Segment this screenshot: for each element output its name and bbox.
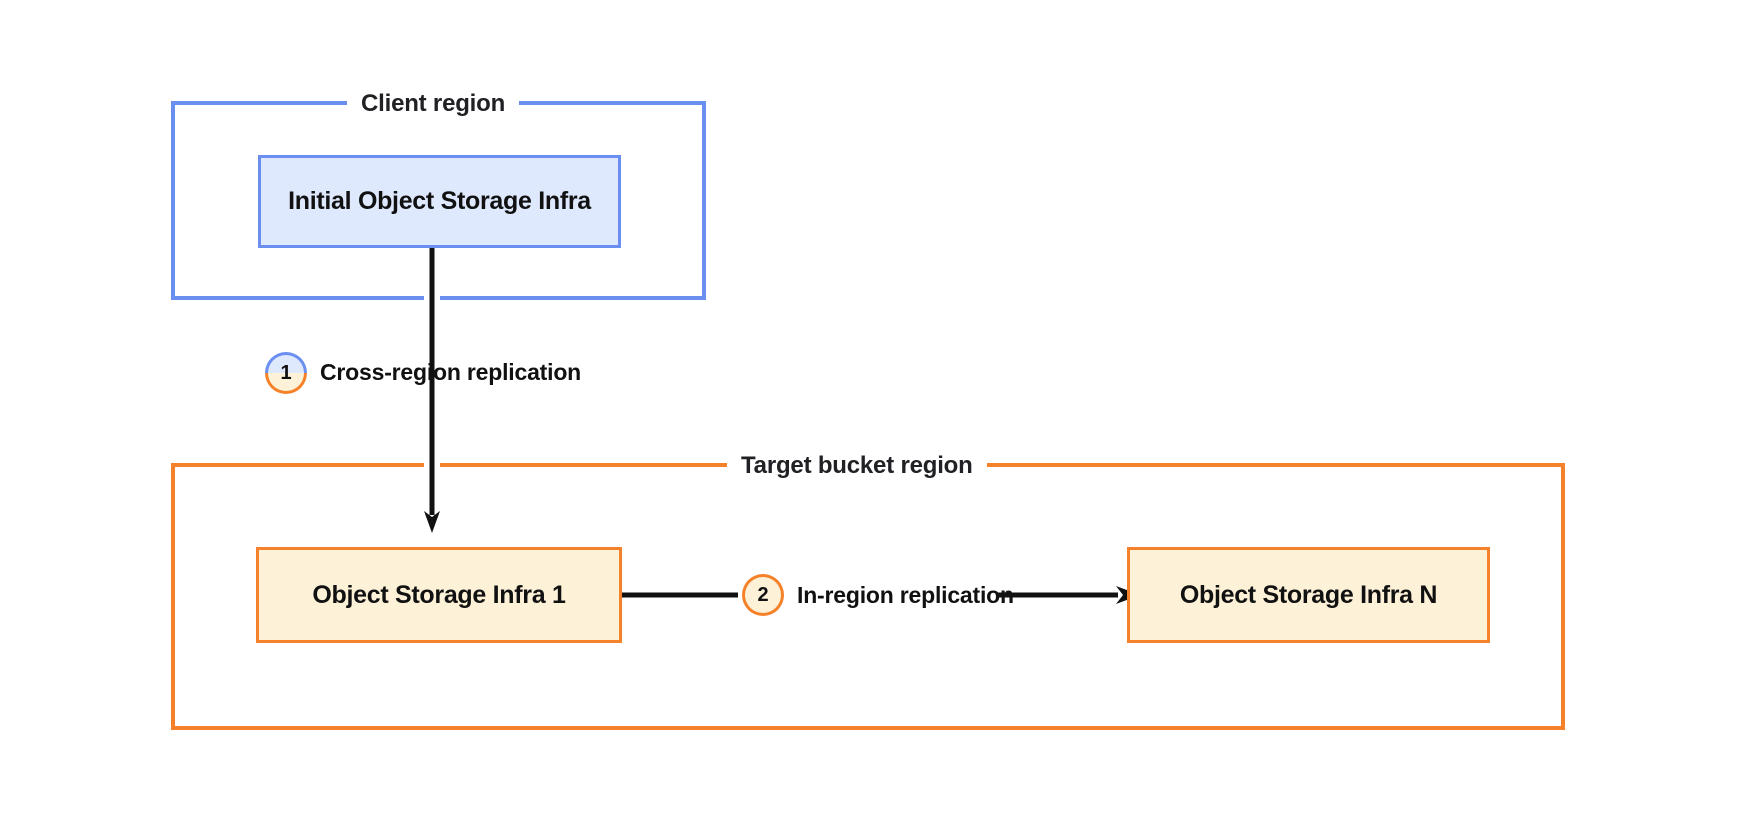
step-label-in-region-replication: In-region replication — [797, 582, 1014, 608]
region-target-bucket-title: Target bucket region — [727, 452, 987, 480]
node-object-storage-infra-1[interactable]: Object Storage Infra 1 — [256, 547, 622, 643]
region-client-title: Client region — [347, 90, 520, 118]
region-target-bucket: Target bucket region — [171, 452, 1565, 730]
step-badge-2: 2 — [742, 574, 784, 616]
step-badge-1-number: 1 — [280, 362, 292, 384]
connector-cross-region-arrow — [424, 247, 440, 533]
step-badge-1: 1 — [265, 352, 307, 394]
step-label-cross-region-replication: Cross-region replication — [320, 359, 582, 385]
node-initial-object-storage-infra[interactable]: Initial Object Storage Infra — [258, 155, 621, 248]
step-badge-2-number: 2 — [757, 584, 769, 606]
node-object-storage-infra-n[interactable]: Object Storage Infra N — [1127, 547, 1490, 643]
